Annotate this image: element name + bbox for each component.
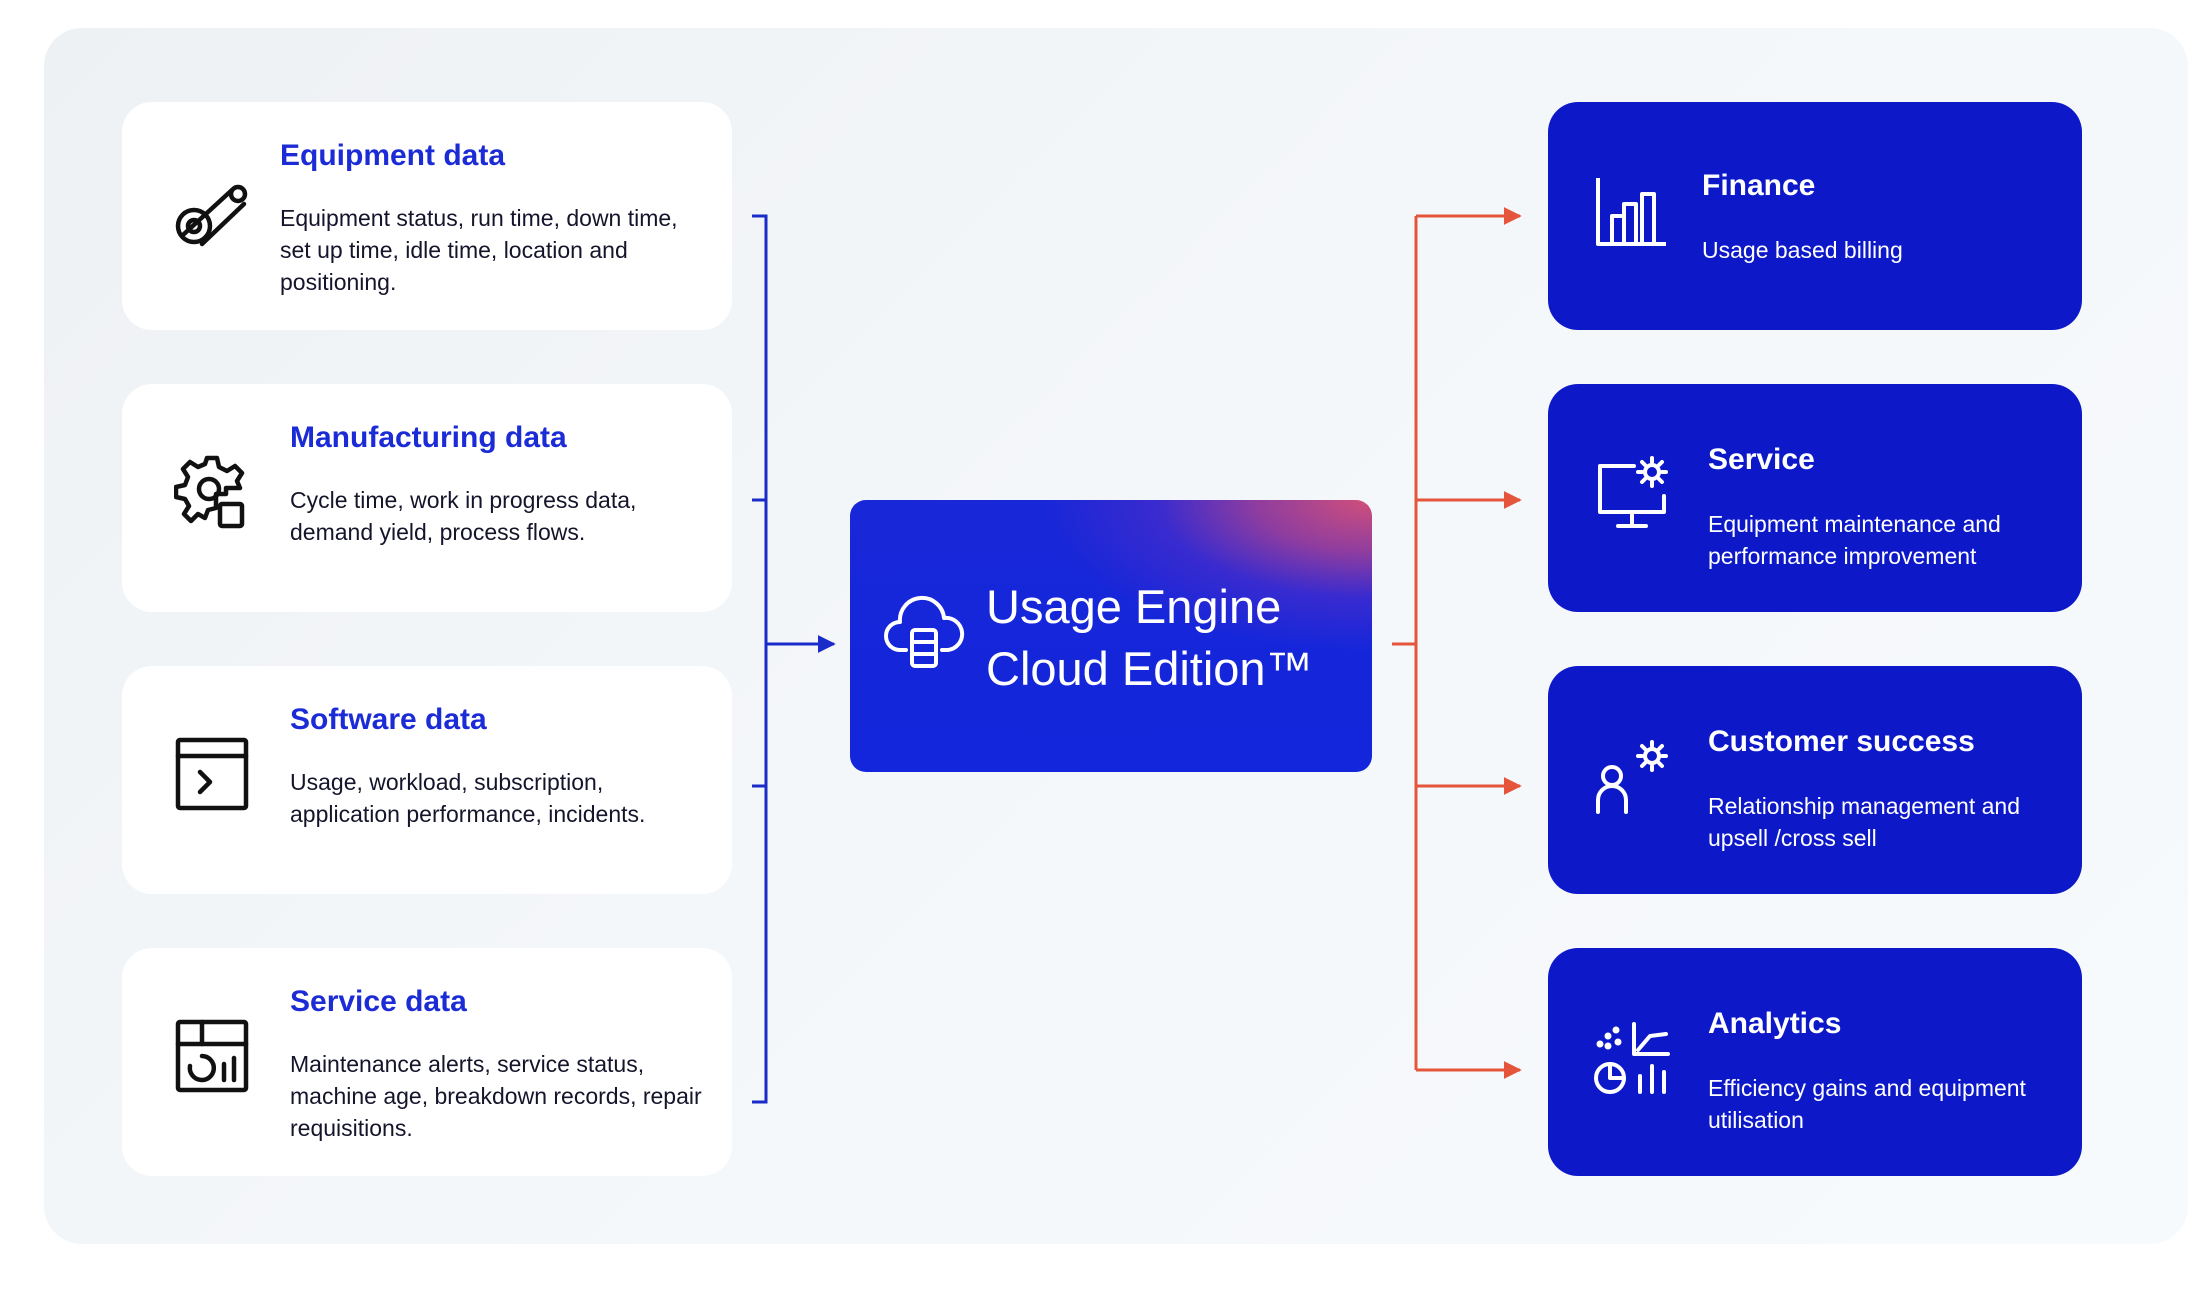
source-card-equipment: Equipment data Equipment status, run tim… <box>122 102 732 330</box>
destination-title: Analytics <box>1708 1007 1842 1040</box>
cloud-database-icon <box>884 595 965 668</box>
input-bracket <box>752 214 768 1104</box>
source-description: Usage, workload, subscription, applicati… <box>290 769 646 827</box>
source-title: Service data <box>290 985 467 1018</box>
source-title: Software data <box>290 703 487 736</box>
dashboard-panel-icon <box>175 1019 249 1093</box>
source-card-service: Service data Maintenance alerts, service… <box>122 948 732 1176</box>
engine-title: Usage Engine Cloud Edition™ <box>986 576 1313 700</box>
destination-title: Service <box>1708 443 1815 476</box>
source-description: Maintenance alerts, service status, mach… <box>290 1051 702 1141</box>
source-card-software: Software data Usage, workload, subscript… <box>122 666 732 894</box>
monitor-gear-icon <box>1598 456 1668 528</box>
output-tree <box>1392 207 1522 1079</box>
destination-card-analytics: Analytics Efficiency gains and equipment… <box>1548 948 2082 1176</box>
destination-card-service: Service Equipment maintenance and perfor… <box>1548 384 2082 612</box>
source-title: Equipment data <box>280 139 506 172</box>
destination-description: Relationship management and upsell /cros… <box>1708 793 2020 851</box>
engine-title-line2: Cloud Edition™ <box>986 642 1313 695</box>
conveyor-belt-icon <box>175 184 248 247</box>
destination-description: Efficiency gains and equipment utilisati… <box>1708 1075 2026 1133</box>
destination-description: Usage based billing <box>1702 237 1903 263</box>
gear-parts-icon <box>174 455 245 529</box>
analytics-charts-icon <box>1594 1022 1670 1094</box>
destination-title: Customer success <box>1708 725 1975 758</box>
destination-description: Equipment maintenance and performance im… <box>1708 511 2001 569</box>
terminal-window-icon <box>175 737 249 811</box>
source-description: Cycle time, work in progress data, deman… <box>290 487 637 545</box>
source-description: Equipment status, run time, down time, s… <box>280 205 678 295</box>
engine-title-line1: Usage Engine <box>986 580 1282 633</box>
source-title: Manufacturing data <box>290 421 567 454</box>
bar-chart-icon <box>1596 178 1666 246</box>
destination-title: Finance <box>1702 169 1816 202</box>
destination-card-customer-success: Customer success Relationship management… <box>1548 666 2082 894</box>
source-card-manufacturing: Manufacturing data Cycle time, work in p… <box>122 384 732 612</box>
usage-engine-box: Usage Engine Cloud Edition™ <box>850 500 1372 772</box>
person-gear-icon <box>1596 740 1668 814</box>
destination-card-finance: Finance Usage based billing <box>1548 102 2082 330</box>
